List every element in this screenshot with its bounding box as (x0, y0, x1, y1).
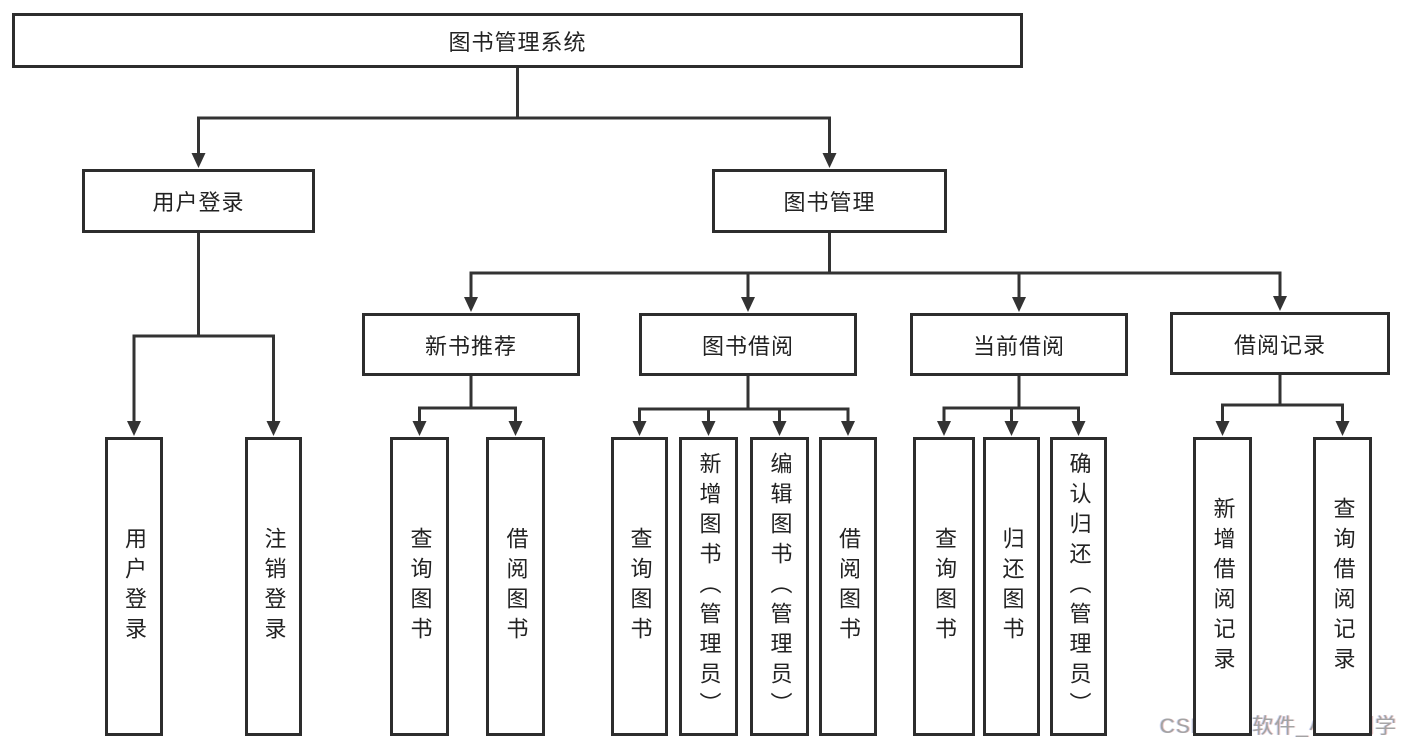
node-borrow-books-1: 借阅图书 (486, 437, 545, 736)
node-query-books-2: 查询图书 (611, 437, 668, 736)
node-return-books: 归还图书 (983, 437, 1040, 736)
node-label-query-books-2: 查询图书 (627, 526, 653, 647)
node-label-current-borrowing: 当前借阅 (972, 333, 1065, 359)
node-label-new-book-recommend: 新书推荐 (424, 333, 517, 359)
node-label-query-books-1: 查询图书 (407, 526, 433, 647)
node-borrow-books-2: 借阅图书 (819, 437, 877, 736)
node-book-borrowing: 图书借阅 (639, 313, 857, 376)
node-label-add-books-admin: 新增图书（管理员） (696, 451, 722, 722)
edge-group-book-management (464, 231, 1287, 312)
node-new-book-recommend: 新书推荐 (362, 313, 580, 376)
node-book-management: 图书管理 (712, 169, 947, 233)
node-label-user-login-module: 用户登录 (152, 190, 245, 215)
node-label-query-books-3: 查询图书 (932, 526, 957, 647)
edge-group-book-borrowing (632, 374, 855, 436)
node-user-login-module: 用户登录 (82, 169, 315, 233)
node-label-book-management: 图书管理 (783, 190, 876, 215)
edge-group-new-book-recommend (412, 374, 523, 436)
node-label-user-login: 用户登录 (122, 526, 147, 647)
node-label-return-books: 归还图书 (999, 526, 1025, 647)
node-query-books-1: 查询图书 (390, 437, 449, 736)
node-user-login: 用户登录 (105, 437, 163, 736)
edge-group-system-root (191, 66, 837, 168)
node-label-borrowing-records: 借阅记录 (1233, 332, 1326, 358)
node-logout: 注销登录 (245, 437, 302, 736)
node-label-system-root: 图书管理系统 (448, 29, 587, 55)
node-confirm-return-admin: 确认归还（管理员） (1050, 437, 1107, 736)
node-current-borrowing: 当前借阅 (910, 313, 1128, 376)
node-system-root: 图书管理系统 (12, 13, 1023, 68)
node-label-borrow-books-2: 借阅图书 (836, 526, 861, 647)
node-add-books-admin: 新增图书（管理员） (679, 437, 738, 736)
edge-group-current-borrowing (937, 374, 1086, 436)
node-label-add-borrow-record: 新增借阅记录 (1210, 496, 1236, 677)
node-edit-books-admin: 编辑图书（管理员） (750, 437, 809, 736)
node-query-borrow-record: 查询借阅记录 (1313, 437, 1372, 736)
edge-group-borrowing-records (1215, 373, 1350, 436)
node-label-book-borrowing: 图书借阅 (701, 333, 794, 359)
edge-group-user-login-module (127, 231, 281, 436)
node-label-confirm-return-admin: 确认归还（管理员） (1066, 451, 1092, 722)
node-borrowing-records: 借阅记录 (1170, 312, 1390, 375)
node-label-borrow-books-1: 借阅图书 (503, 526, 529, 647)
node-label-edit-books-admin: 编辑图书（管理员） (767, 451, 793, 722)
node-label-query-borrow-record: 查询借阅记录 (1330, 496, 1356, 677)
node-add-borrow-record: 新增借阅记录 (1193, 437, 1252, 736)
node-query-books-3: 查询图书 (913, 437, 975, 736)
node-label-logout: 注销登录 (261, 526, 287, 647)
